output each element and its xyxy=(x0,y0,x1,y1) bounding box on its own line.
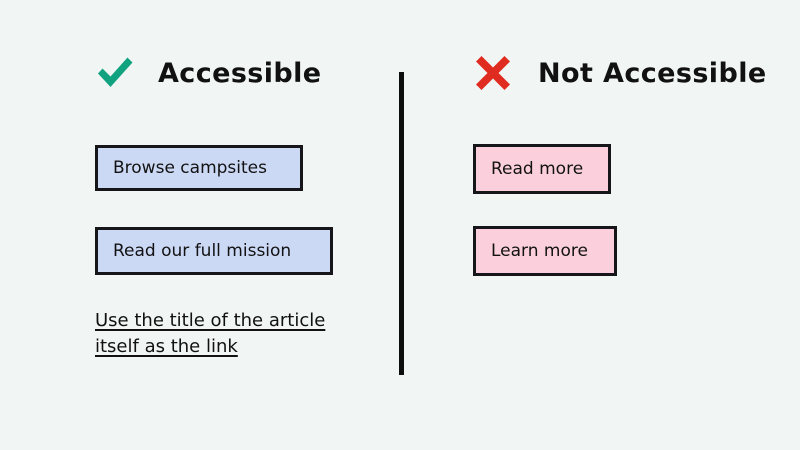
read-more-button[interactable]: Read more xyxy=(473,144,611,194)
check-icon xyxy=(98,57,133,87)
not-accessible-heading: Not Accessible xyxy=(538,57,767,89)
cross-icon xyxy=(476,56,510,90)
vertical-divider xyxy=(399,72,404,375)
read-our-full-mission-button[interactable]: Read our full mission xyxy=(95,227,333,275)
not-accessible-heading-row: Not Accessible xyxy=(472,52,767,94)
browse-campsites-button[interactable]: Browse campsites xyxy=(95,145,303,191)
article-title-link-line-2: itself as the link xyxy=(95,336,238,358)
accessible-heading: Accessible xyxy=(158,57,322,89)
learn-more-label: Learn more xyxy=(491,240,588,261)
read-more-label: Read more xyxy=(491,158,584,179)
read-our-full-mission-label: Read our full mission xyxy=(113,240,292,261)
browse-campsites-label: Browse campsites xyxy=(113,157,267,178)
article-title-link-line-1: Use the title of the article xyxy=(95,310,326,331)
accessible-heading-row: Accessible xyxy=(94,52,322,94)
learn-more-button[interactable]: Learn more xyxy=(473,226,617,276)
article-title-link[interactable]: Use the title of the article itself as t… xyxy=(95,308,370,360)
